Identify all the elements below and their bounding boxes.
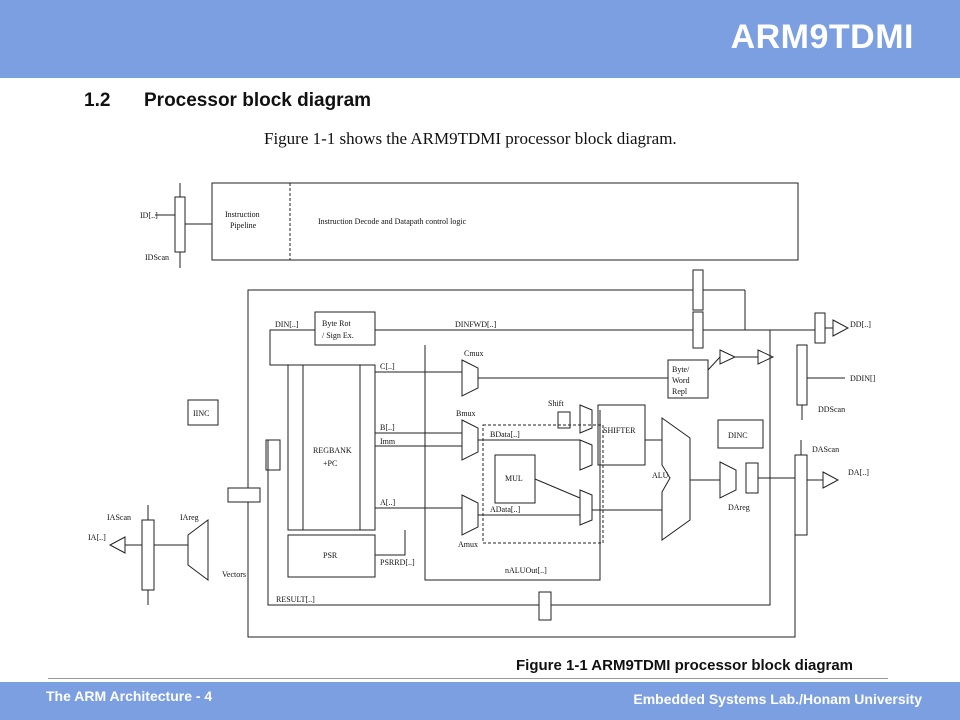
caption-rule: [48, 678, 888, 679]
id-scan-label: IDScan: [145, 253, 169, 262]
c-bus-label: C[..]: [380, 362, 395, 371]
section-title: Processor block diagram: [144, 90, 372, 111]
bmux-icon: [461, 419, 479, 461]
result-reg: [538, 591, 552, 621]
alu-block: [661, 417, 691, 541]
decode-logic-label: Instruction Decode and Datapath control …: [318, 217, 467, 226]
bmux-label: Bmux: [456, 409, 476, 418]
ia-mux-icon: [227, 487, 261, 503]
alu-label: ALU: [652, 471, 669, 480]
id-bus-label: ID[..]: [140, 211, 158, 220]
regbank-pc-label: +PC: [323, 459, 337, 468]
ia-scan-label: IAScan: [107, 513, 131, 522]
id-scan-cell: [174, 196, 186, 253]
shifter-block: [597, 404, 646, 466]
slide-header: ARM9TDMI: [0, 0, 960, 78]
ia-reg-mux-icon: [187, 519, 209, 581]
psrrd-label: PSRRD[..]: [380, 558, 415, 567]
result-label: RESULT[..]: [276, 595, 315, 604]
cmux-label: Cmux: [464, 349, 484, 358]
byte-word-label-2: Word: [672, 376, 690, 385]
instruction-box: [211, 182, 799, 261]
buffer-right-icon: [757, 349, 775, 365]
mul-block: [494, 454, 536, 504]
regbank-label: REGBANK: [313, 446, 352, 455]
instr-pipeline-label-2: Pipeline: [230, 221, 257, 230]
ia-driver-icon: [108, 536, 126, 554]
section-heading: 1.2 Processor block diagram: [84, 90, 371, 112]
dd-scan-label: DDScan: [818, 405, 845, 414]
footer-left: The ARM Architecture - 4: [46, 688, 213, 704]
dinc-label: DINC: [728, 431, 748, 440]
shift-label: Shift: [548, 399, 564, 408]
regbank-core: [302, 364, 361, 531]
shift-reg: [557, 411, 571, 429]
da-mux-icon: [719, 461, 737, 499]
pipeline-reg-mid: [692, 311, 704, 349]
pipeline-reg-top: [692, 269, 704, 311]
psr-block: [287, 534, 376, 578]
a-bus-label: A[..]: [380, 498, 395, 507]
mul-dashed-region: [482, 424, 604, 544]
dd-bus-label: DD[..]: [850, 320, 871, 329]
iinc-label: IINC: [193, 409, 209, 418]
naluout-label: nALUOut[..]: [505, 566, 547, 575]
dd-scan-cell: [796, 344, 808, 406]
figure-caption: Figure 1-1 ARM9TDMI processor block diag…: [516, 657, 854, 674]
ia-bus-label: IA[..]: [88, 533, 106, 542]
mul-out-mux-icon: [579, 489, 593, 526]
shifter-label: SHIFTER: [603, 426, 636, 435]
ia-pipe-reg: [265, 439, 281, 471]
da-driver-icon: [822, 471, 840, 489]
psr-label: PSR: [323, 551, 338, 560]
vectors-label: Vectors: [222, 570, 246, 579]
ia-scan-cell: [141, 519, 155, 591]
da-reg: [745, 462, 759, 494]
byte-word-label-1: Byte/: [672, 365, 690, 374]
footer-right: Embedded Systems Lab./Honam University: [633, 691, 922, 707]
amux-icon: [461, 494, 479, 536]
shift-mux-top-icon: [579, 404, 593, 434]
byte-rot-label-2: / Sign Ex.: [322, 331, 354, 340]
ia-reg-label: IAreg: [180, 513, 199, 522]
din-label: DIN[..]: [275, 320, 299, 329]
imm-label: Imm: [380, 437, 396, 446]
byte-word-label-3: Repl: [672, 387, 688, 396]
ddin-label: DDIN[]: [850, 374, 876, 383]
buffer-left-icon: [719, 349, 737, 365]
da-scan-cell: [794, 454, 808, 536]
mul-label: MUL: [505, 474, 523, 483]
cmux-icon: [461, 359, 479, 397]
dinc-block: [717, 419, 764, 449]
instr-pipeline-label-1: Instruction: [225, 210, 260, 219]
byte-word-repl-box: [667, 359, 709, 399]
da-scan-label: DAScan: [812, 445, 839, 454]
iinc-block: [187, 399, 219, 426]
adata-label: AData[..]: [490, 505, 521, 514]
amux-label: Amux: [458, 540, 478, 549]
bdata-label: BData[..]: [490, 430, 520, 439]
slide-footer: The ARM Architecture - 4 Embedded System…: [0, 682, 960, 720]
section-number: 1.2: [84, 90, 111, 111]
dinfwd-label: DINFWD[..]: [455, 320, 497, 329]
byte-rot-label-1: Byte Rot: [322, 319, 351, 328]
slide-title: ARM9TDMI: [730, 18, 914, 56]
intro-text: Figure 1-1 shows the ARM9TDMI processor …: [264, 129, 677, 148]
dd-reg: [814, 312, 826, 344]
byte-rot-box: [314, 311, 376, 346]
da-bus-label: DA[..]: [848, 468, 869, 477]
shift-mux-bot-icon: [579, 439, 593, 471]
b-bus-label: B[..]: [380, 423, 395, 432]
dd-driver-icon: [832, 319, 850, 337]
da-reg-label: DAreg: [728, 503, 750, 512]
